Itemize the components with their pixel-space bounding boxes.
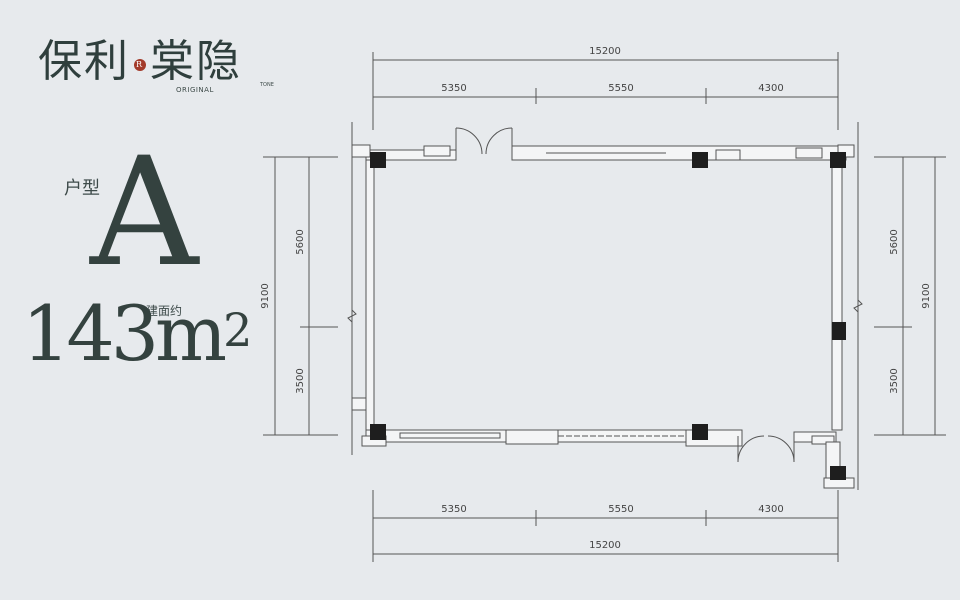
brand-subtitle: ORIGINAL [176,86,214,94]
dim-top-seg-1: 5350 [441,83,466,94]
area-label: 建面约 [146,304,183,318]
dim-bottom-seg-2: 5550 [608,504,633,515]
area-unit-superscript: 2 [223,303,253,357]
dim-top-seg-3: 4300 [758,83,783,94]
area-number: 143m [22,289,227,378]
brand-name: 保利 [38,36,130,87]
registered-mark-icon: R [134,58,146,71]
dim-right-seg-1: 5600 [889,229,900,254]
area-value: 143m2 [22,294,252,374]
dim-bottom-seg-3: 4300 [758,504,783,515]
structural-columns [370,152,846,480]
brand-logo: 保利 R 棠隐 ORIGINAL TONE [38,36,274,98]
dim-bottom-total: 15200 [589,540,621,551]
brand-subtitle-2: TONE [260,82,274,88]
dimension-lines [263,52,946,562]
dim-top-seg-2: 5550 [608,83,633,94]
dim-left-total: 9100 [260,283,271,308]
dim-right-seg-2: 3500 [889,368,900,393]
dim-right-total: 9100 [921,283,932,308]
unit-type-label: 户型 [64,178,100,199]
project-name: 棠隐 [150,36,242,87]
dim-top-total: 15200 [589,46,621,57]
dimension-labels: 15200 5350 5550 4300 5350 5550 4300 1520… [260,46,932,551]
unit-type-letter: A [90,126,199,300]
dim-bottom-seg-1: 5350 [441,504,466,515]
dim-left-seg-1: 5600 [295,229,306,254]
exterior-walls [347,122,863,490]
brand-wordmark: 保利 R 棠隐 [38,36,242,88]
dim-left-seg-2: 3500 [295,368,306,393]
